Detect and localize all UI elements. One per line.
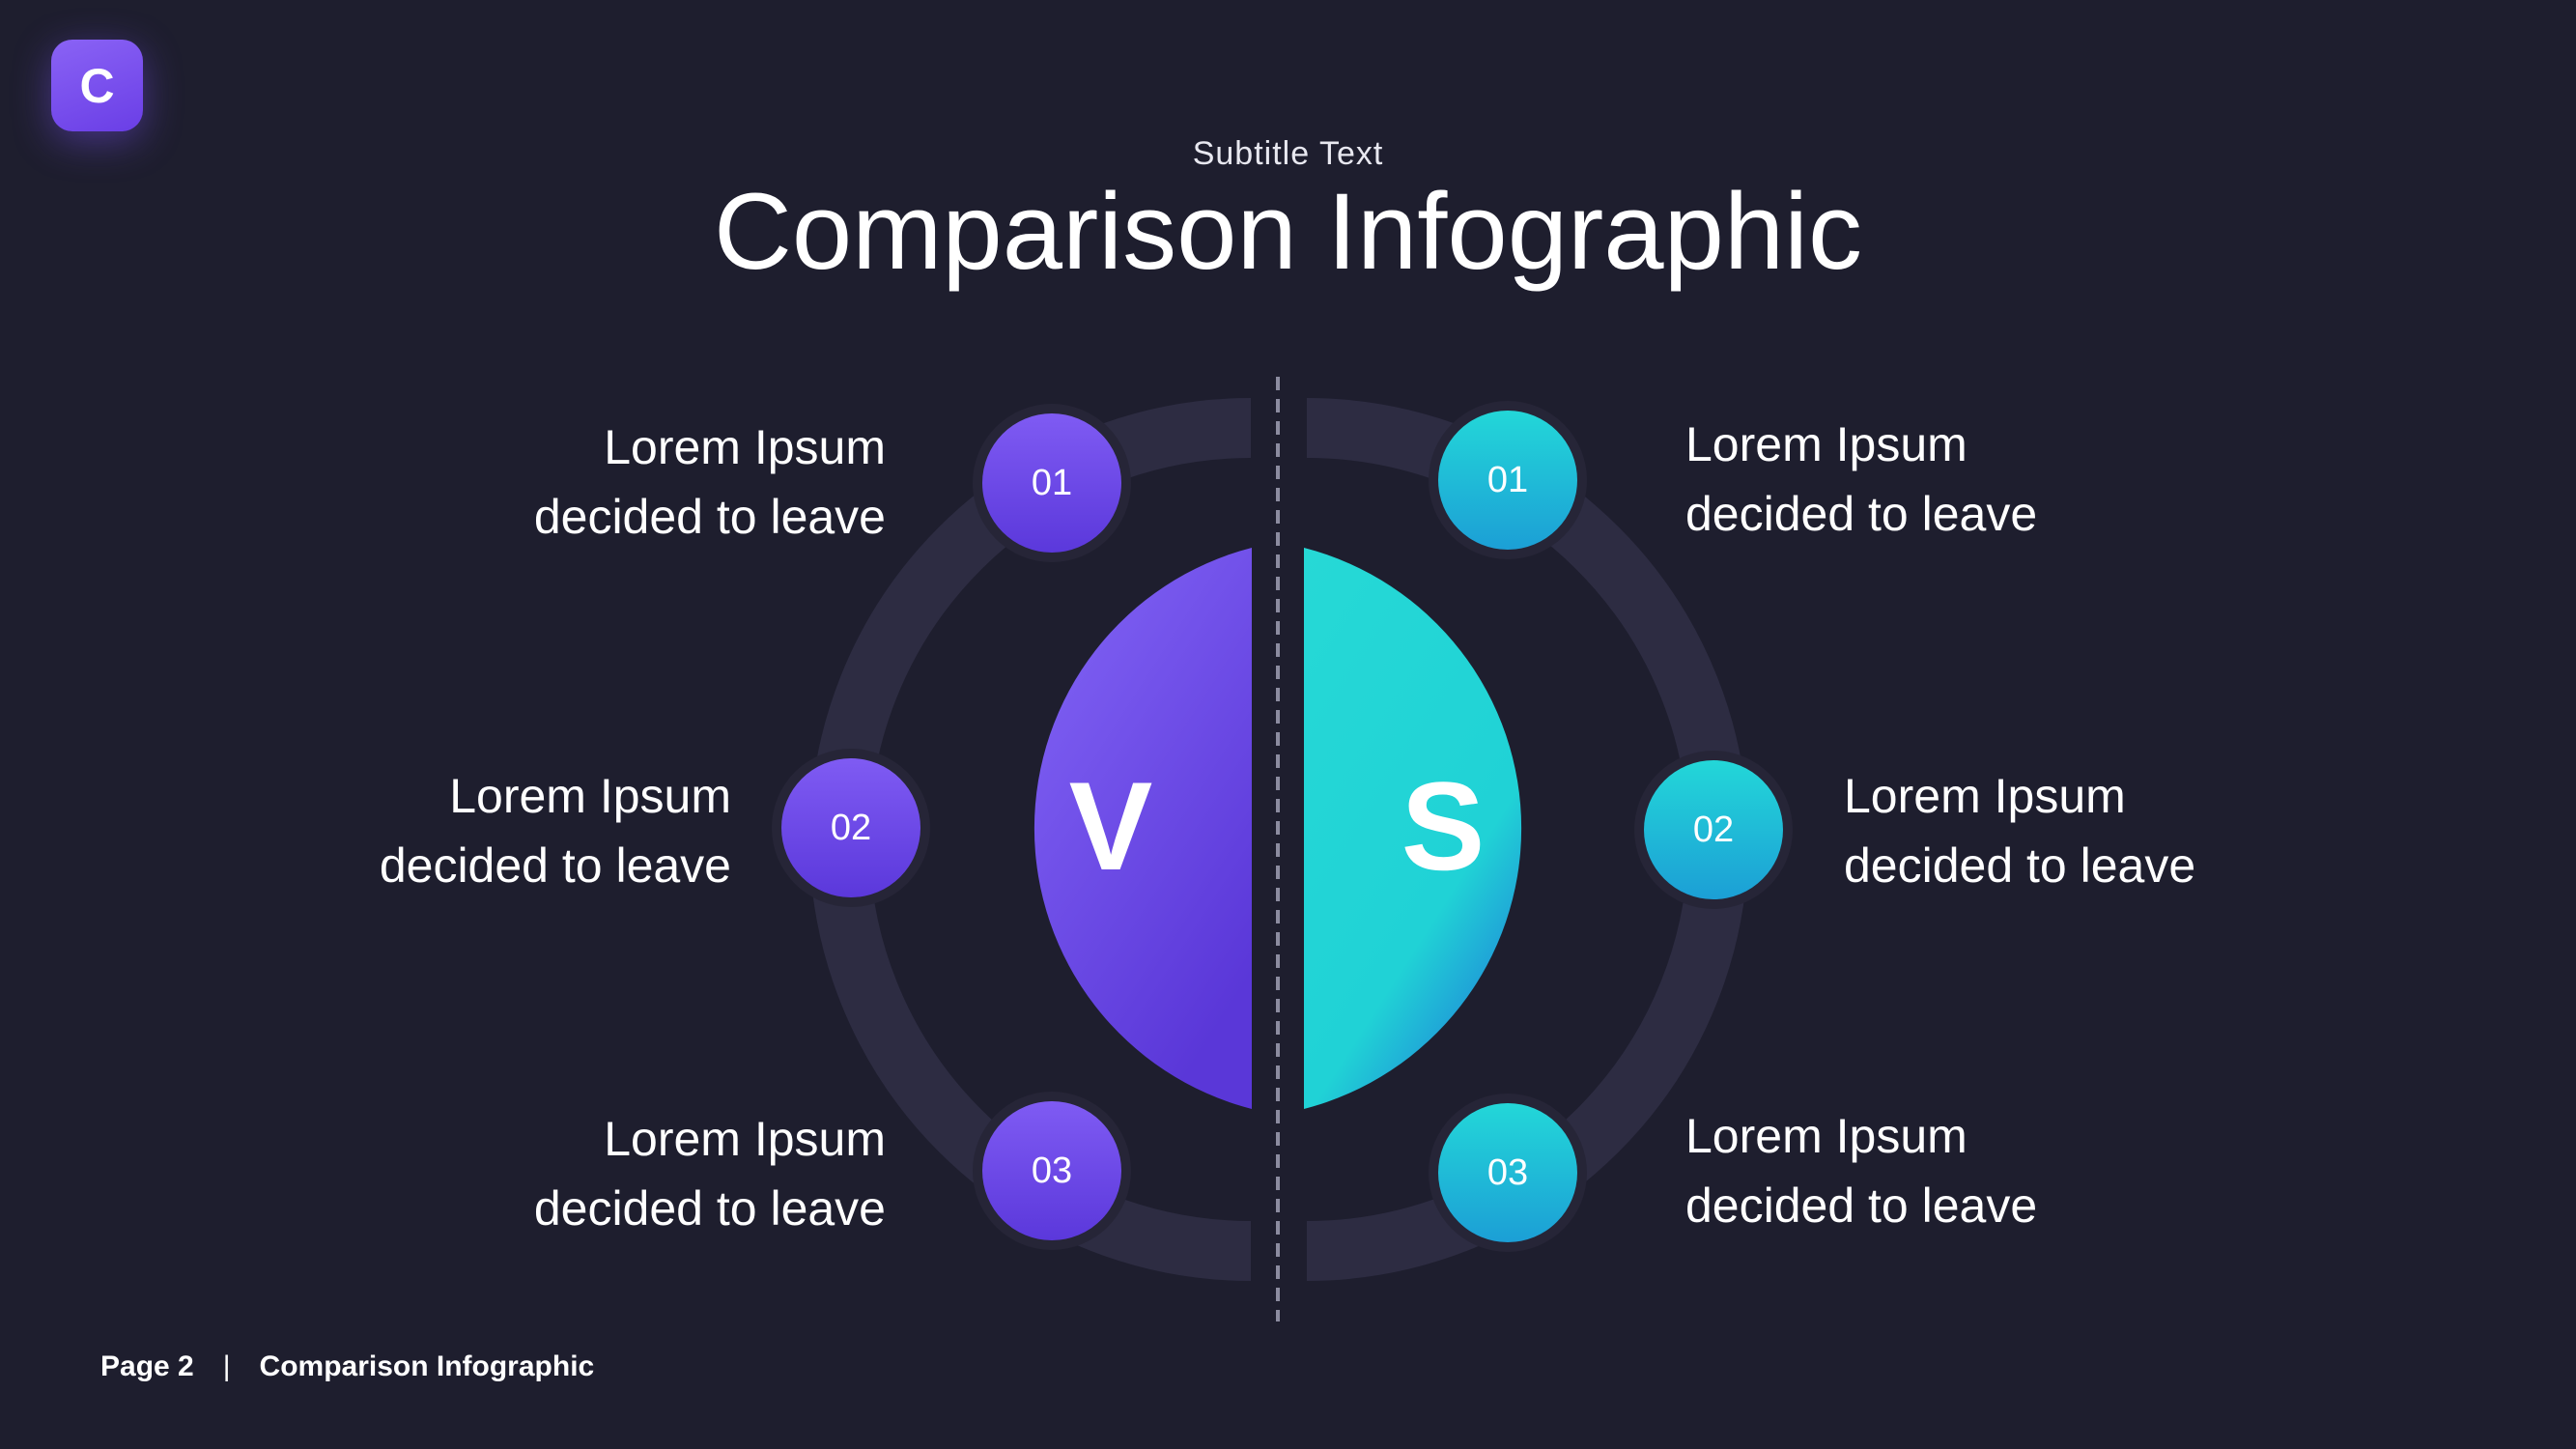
node-left-03-number: 03: [1031, 1150, 1073, 1191]
left-item-03-label: Lorem Ipsum decided to leave: [534, 1104, 886, 1243]
footer-page-number: Page 2: [100, 1350, 194, 1382]
footer: Page 2 | Comparison Infographic: [100, 1350, 594, 1383]
left-item-01-line1: Lorem Ipsum: [604, 420, 886, 474]
left-item-02-line2: decided to leave: [379, 838, 731, 893]
node-right-02: [1644, 760, 1783, 899]
node-left-03: [982, 1101, 1121, 1240]
right-item-02-label: Lorem Ipsum decided to leave: [1844, 761, 2195, 900]
node-right-03-number: 03: [1486, 1151, 1529, 1193]
footer-separator: |: [222, 1350, 231, 1382]
right-nodes: [1429, 401, 1793, 1252]
left-letter: V: [1068, 755, 1153, 896]
left-item-03-line1: Lorem Ipsum: [604, 1112, 886, 1166]
node-right-02-number: 02: [1692, 809, 1735, 850]
left-item-03-line2: decided to leave: [533, 1181, 886, 1236]
node-left-01-number: 01: [1031, 462, 1073, 503]
node-left-02: [781, 758, 920, 897]
left-half-circle: [1033, 548, 1252, 1109]
right-half-circle: [1304, 548, 1522, 1109]
node-right-03: [1438, 1103, 1577, 1242]
footer-doc-title: Comparison Infographic: [259, 1350, 595, 1382]
right-item-03-line1: Lorem Ipsum: [1685, 1109, 1967, 1163]
node-left-01: [982, 413, 1121, 553]
right-item-02-line1: Lorem Ipsum: [1844, 769, 2126, 823]
left-item-01-label: Lorem Ipsum decided to leave: [534, 412, 886, 552]
node-right-01-number: 01: [1486, 459, 1529, 500]
right-item-01-line1: Lorem Ipsum: [1685, 417, 1967, 471]
page-title: Comparison Infographic: [713, 171, 1863, 292]
node-right-01: [1438, 411, 1577, 550]
subtitle: Subtitle Text: [1192, 135, 1384, 172]
right-item-03-line2: decided to leave: [1685, 1179, 2038, 1233]
right-item-01-line2: decided to leave: [1685, 487, 2038, 541]
node-left-02-number: 02: [830, 807, 872, 848]
right-item-01-label: Lorem Ipsum decided to leave: [1685, 410, 2037, 549]
left-item-01-line2: decided to leave: [533, 490, 886, 544]
left-item-02-line1: Lorem Ipsum: [449, 769, 731, 823]
left-item-02-label: Lorem Ipsum decided to leave: [380, 761, 731, 900]
logo: C: [51, 40, 143, 131]
left-nodes: [772, 404, 1131, 1250]
right-item-02-line2: decided to leave: [1844, 838, 2196, 893]
logo-letter: C: [79, 58, 115, 113]
right-item-03-label: Lorem Ipsum decided to leave: [1685, 1101, 2037, 1240]
right-letter: S: [1401, 755, 1486, 896]
